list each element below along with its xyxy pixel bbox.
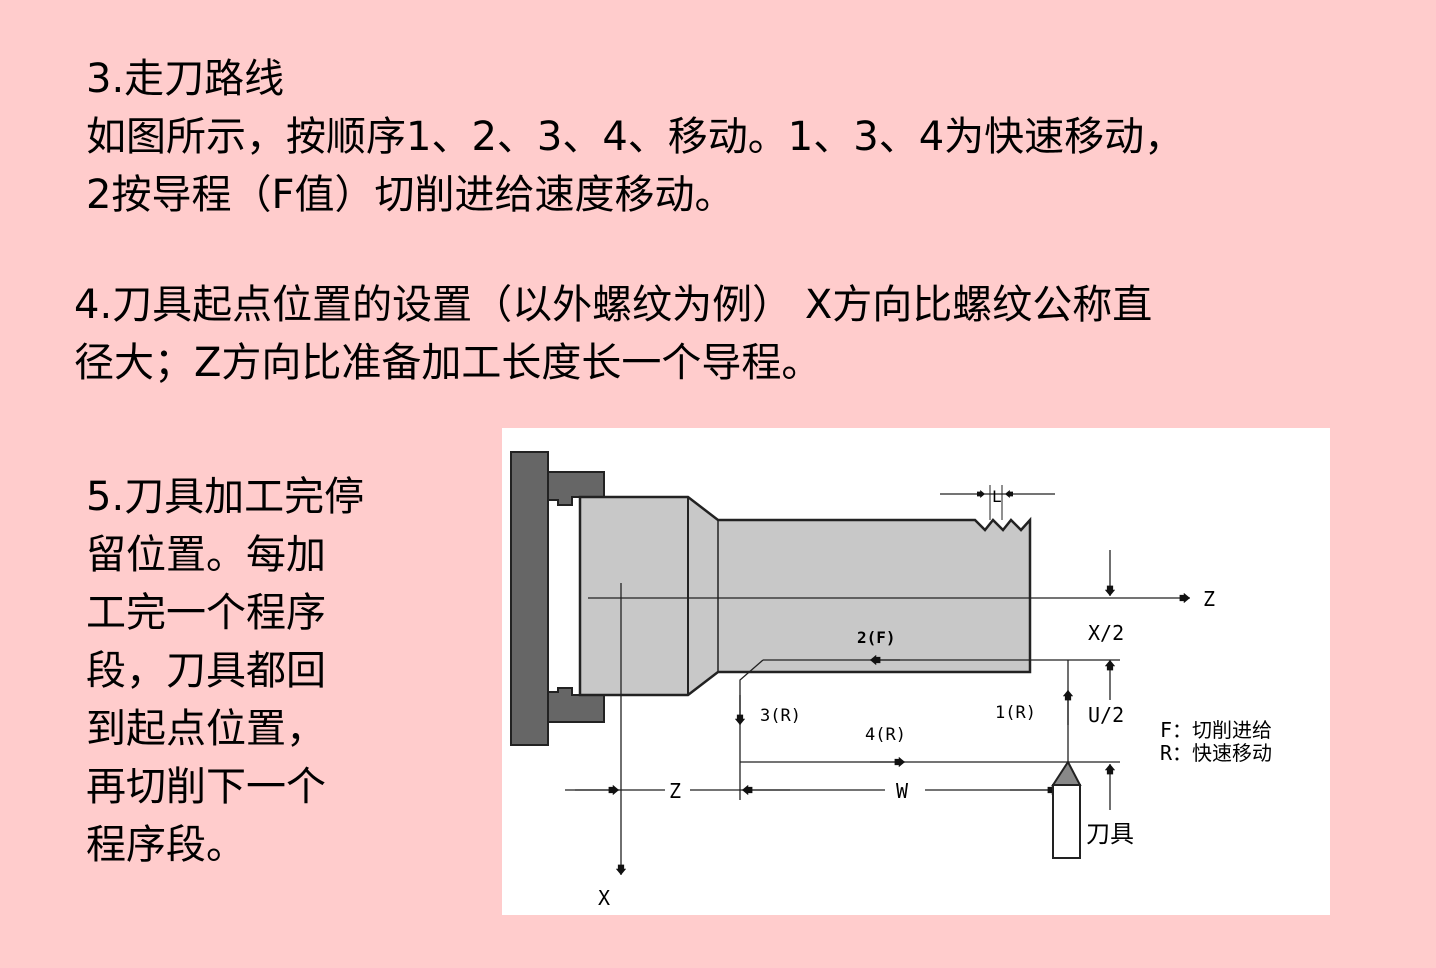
tool-path bbox=[734, 654, 1120, 800]
section-4: 4.刀具起点位置的设置（以外螺纹为例） X方向比螺纹公称直 径大；Z方向比准备加… bbox=[74, 276, 1152, 392]
tool-label: 刀具 bbox=[1086, 820, 1134, 848]
section-5-line: 留位置。每加 bbox=[86, 532, 326, 578]
section-5-line: 工完一个程序 bbox=[86, 590, 326, 636]
lead-dimension: L bbox=[940, 485, 1055, 520]
cutting-tool bbox=[1051, 760, 1082, 859]
section-3-line: 如图所示，按顺序1、2、3、4、移动。1、3、4为快速移动， bbox=[86, 114, 1185, 160]
section-3-line: 2按导程（F值）切削进给速度移动。 bbox=[86, 172, 735, 218]
section-5-line: 5.刀具加工完停 bbox=[86, 474, 365, 520]
step-4-label: 4(R) bbox=[865, 725, 906, 745]
thread-turning-diagram: L Z X 2(F) 3(R) 1(R) 4(R) X/2 U/2 Z W bbox=[502, 428, 1330, 915]
section-3: 3.走刀路线 如图所示，按顺序1、2、3、4、移动。1、3、4为快速移动， 2按… bbox=[86, 50, 1184, 224]
section-5-line: 再切削下一个 bbox=[86, 764, 326, 810]
x-axis-label: X bbox=[598, 886, 610, 910]
chuck bbox=[510, 451, 605, 746]
workpiece bbox=[578, 495, 1032, 697]
section-5-line: 到起点位置， bbox=[86, 706, 326, 752]
u-half-label: U/2 bbox=[1088, 703, 1124, 727]
lead-label: L bbox=[992, 487, 1002, 506]
section-4-line: 径大；Z方向比准备加工长度长一个导程。 bbox=[74, 340, 822, 386]
section-5-line: 程序段。 bbox=[86, 822, 246, 868]
step-3-label: 3(R) bbox=[760, 706, 801, 726]
section-3-title: 3.走刀路线 bbox=[86, 56, 285, 102]
dim-z-label: Z bbox=[669, 779, 681, 803]
section-4-line: 4.刀具起点位置的设置（以外螺纹为例） X方向比螺纹公称直 bbox=[74, 282, 1153, 328]
section-5: 5.刀具加工完停 留位置。每加 工完一个程序 段，刀具都回 到起点位置， 再切削… bbox=[86, 468, 364, 874]
z-axis-label: Z bbox=[1203, 587, 1215, 611]
step-2-label: 2(F) bbox=[857, 628, 896, 647]
legend-rapid: R：快速移动 bbox=[1160, 741, 1272, 765]
dim-w-label: W bbox=[896, 779, 909, 803]
step-1-label: 1(R) bbox=[995, 703, 1036, 723]
legend-feed: F：切削进给 bbox=[1160, 718, 1272, 742]
x-half-label: X/2 bbox=[1088, 621, 1124, 645]
section-5-line: 段，刀具都回 bbox=[86, 648, 326, 694]
